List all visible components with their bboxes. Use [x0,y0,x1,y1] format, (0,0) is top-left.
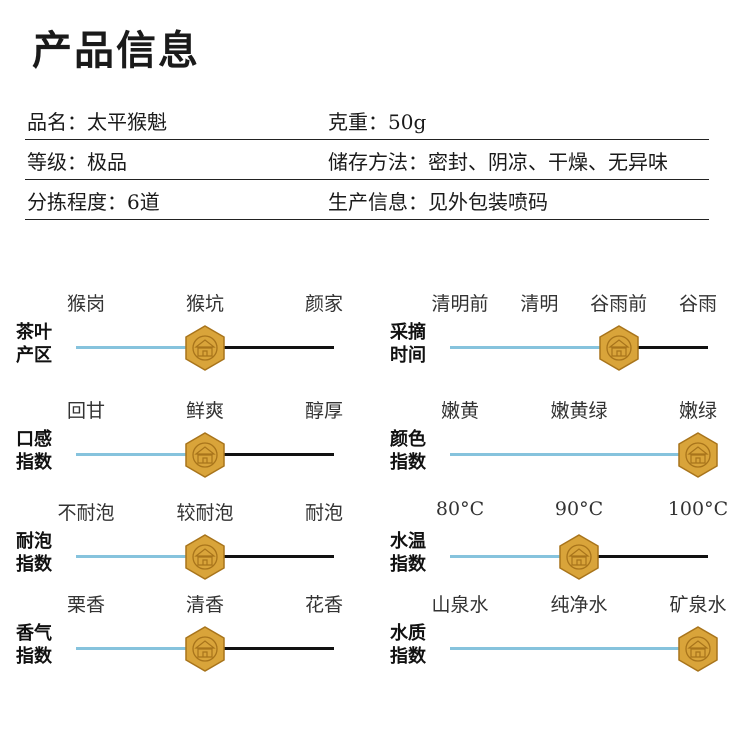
scale-option: 不耐泡 [57,502,115,524]
page-title: 产品信息 [32,27,200,74]
scale-option: 耐泡 [304,502,344,524]
scale-track [450,346,708,349]
info-row: 分拣程度：6道 生产信息：见外包装喷码 [25,180,709,220]
info-production: 生产信息：见外包装喷码 [328,190,548,214]
scale-fill [450,346,619,349]
teapot-badge-icon [184,432,226,478]
scale-fill [76,647,205,650]
scale-option: 醇厚 [304,400,344,422]
scale-option: 较耐泡 [176,502,234,524]
scale-option: 清香 [185,594,225,616]
scale-label: 茶叶产区 [16,322,52,366]
scale-option: 猴坑 [185,293,225,315]
scale-aroma: 香气指数 栗香 清香 花香 [16,590,346,690]
scale-option: 花香 [304,594,344,616]
scale-steeping: 耐泡指数 不耐泡 较耐泡 耐泡 [16,498,346,598]
scale-option: 山泉水 [431,594,489,616]
info-grade: 等级：极品 [27,150,127,174]
scale-fill [76,555,205,558]
teapot-badge-icon [677,626,719,672]
scale-option: 谷雨前 [590,293,648,315]
scale-label: 水温指数 [390,531,426,575]
scale-fill [76,346,205,349]
info-weight: 克重：50g [328,110,427,134]
scale-option: 矿泉水 [669,594,727,616]
scale-option: 回甘 [66,400,106,422]
info-row: 品名：太平猴魁 克重：50g [25,100,709,140]
scale-track [450,453,708,456]
scale-water-quality: 水质指数 山泉水 纯净水 矿泉水 [390,590,727,690]
info-storage: 储存方法：密封、阴凉、干燥、无异味 [328,150,668,174]
info-sorting: 分拣程度：6道 [27,190,160,214]
scale-option: 清明前 [431,293,489,315]
scale-option: 清明 [520,293,559,315]
scale-option: 鲜爽 [185,400,225,422]
info-table: 品名：太平猴魁 克重：50g 等级：极品 储存方法：密封、阴凉、干燥、无异味 分… [25,100,709,220]
teapot-badge-icon [677,432,719,478]
scale-option: 谷雨 [678,293,718,315]
teapot-badge-icon [558,534,600,580]
scale-label: 耐泡指数 [16,531,52,575]
scale-option: 嫩黄绿 [550,400,608,422]
scale-label: 颜色指数 [390,429,426,473]
scale-option: 颜家 [304,293,344,315]
scale-option: 嫩绿 [678,400,718,422]
scale-track [450,647,708,650]
scale-option: 100°C [667,498,729,520]
scale-fill [450,555,579,558]
scale-color: 颜色指数 嫩黄 嫩黄绿 嫩绿 [390,396,720,496]
scale-option: 嫩黄 [440,400,480,422]
scale-option: 猴岗 [66,293,106,315]
scale-option: 90°C [554,498,604,520]
scale-label: 水质指数 [390,623,426,667]
scale-label: 采摘时间 [390,322,426,366]
scale-water-temp: 水温指数 80°C 90°C 100°C [390,498,728,598]
teapot-badge-icon [184,626,226,672]
scale-label: 口感指数 [16,429,52,473]
scale-option: 栗香 [66,594,106,616]
scale-label: 香气指数 [16,623,52,667]
scale-fill [450,647,698,650]
scale-fill [76,453,205,456]
scale-option: 纯净水 [550,594,608,616]
scale-fill [450,453,698,456]
info-row: 等级：极品 储存方法：密封、阴凉、干燥、无异味 [25,140,709,180]
scale-taste: 口感指数 回甘 鲜爽 醇厚 [16,396,346,496]
scale-origin: 茶叶产区 猴岗 猴坑 颜家 [16,289,346,389]
teapot-badge-icon [598,325,640,371]
info-name: 品名：太平猴魁 [27,110,167,134]
scale-picking-time: 采摘时间 清明前 清明 谷雨前 谷雨 [390,289,720,389]
teapot-badge-icon [184,325,226,371]
scale-option: 80°C [435,498,485,520]
teapot-badge-icon [184,534,226,580]
